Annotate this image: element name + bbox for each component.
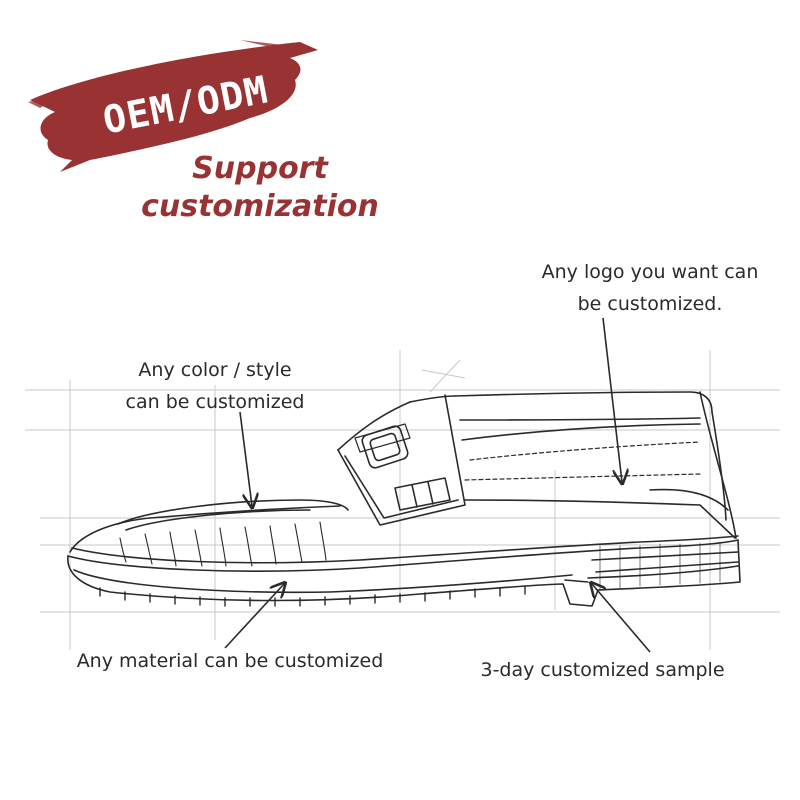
headline-line-1: Support	[192, 151, 328, 186]
sample-callout-line-1: 3-day customized sample	[480, 659, 725, 681]
material-callout-line-1: Any material can be customized	[76, 650, 384, 672]
oem-odm-badge	[28, 40, 318, 172]
color-arrow	[239, 411, 252, 506]
sample-arrow	[592, 584, 651, 653]
brush-stroke-shape	[30, 42, 318, 172]
horsebit-buckle	[354, 423, 411, 469]
logo-callout-line-2: be customized.	[577, 293, 723, 315]
material-arrow	[224, 584, 284, 649]
loafer-sketch	[67, 391, 741, 607]
headline-line-2: customization	[141, 189, 379, 224]
logo-callout: Any logo you want can be customized.	[500, 256, 800, 320]
support-customization-headline: Support customization	[130, 150, 390, 226]
color-callout-line-1: Any color / style	[138, 359, 292, 381]
logo-callout-line-1: Any logo you want can	[541, 261, 759, 283]
logo-arrow	[602, 317, 622, 482]
color-style-callout: Any color / style can be customized	[95, 354, 335, 418]
sample-callout: 3-day customized sample	[455, 654, 750, 686]
material-callout: Any material can be customized	[40, 645, 420, 677]
callout-arrows	[224, 317, 651, 653]
color-callout-line-2: can be customized	[125, 391, 305, 413]
